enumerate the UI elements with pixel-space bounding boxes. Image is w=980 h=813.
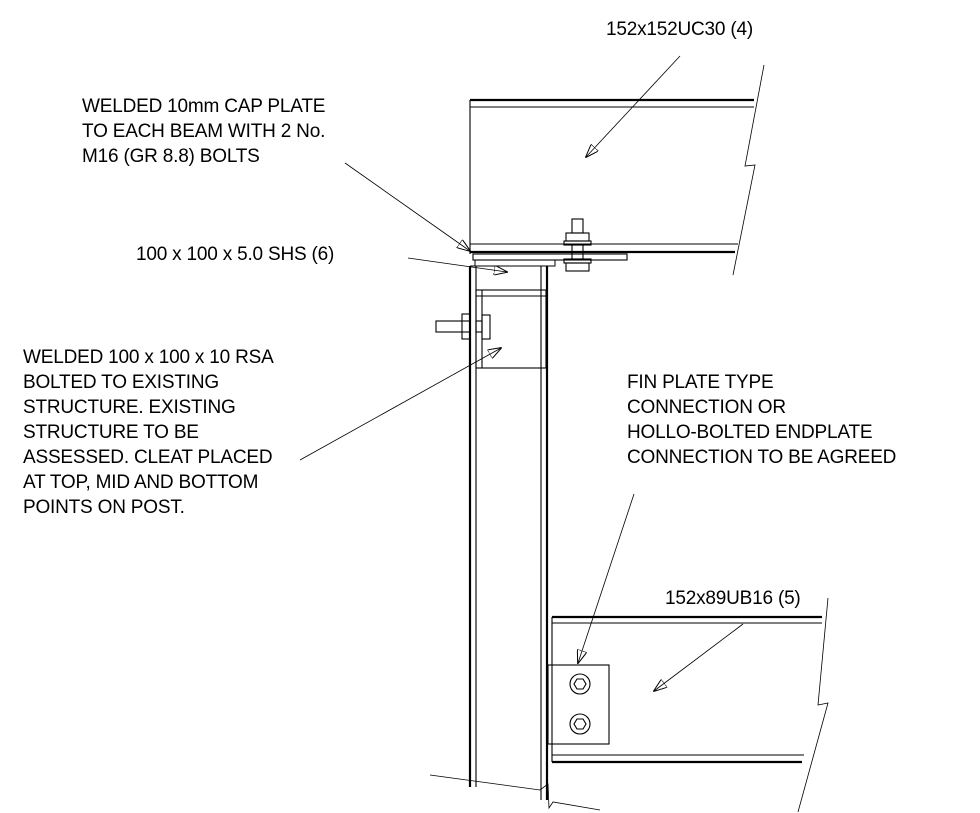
label-cap-plate: WELDED 10mm CAP PLATE TO EACH BEAM WITH …: [82, 96, 326, 167]
post-break-line: [429, 774, 601, 811]
cap-plate-weld: [474, 259, 556, 267]
label-fin-plate: FIN PLATE TYPE CONNECTION OR HOLLO-BOLTE…: [627, 372, 897, 468]
fin-plate: [547, 664, 610, 745]
uc-beam-break-line: [732, 64, 765, 276]
ub-beam-break-line: [797, 597, 829, 813]
leader-rsa-cleat: [299, 348, 501, 461]
cap-plate-bolt: [563, 218, 592, 272]
ub-beam-lower: [551, 615, 822, 764]
leader-fin-plate: [578, 493, 635, 663]
label-uc-beam: 152x152UC30 (4): [606, 19, 753, 40]
leader-uc-beam: [586, 55, 681, 157]
leader-shs-post: [407, 257, 507, 272]
label-shs-post: 100 x 100 x 5.0 SHS (6): [136, 244, 335, 265]
leader-ub-beam: [654, 623, 744, 691]
leader-cap-plate: [344, 162, 470, 251]
label-rsa-cleat: WELDED 100 x 100 x 10 RSA BOLTED TO EXIS…: [23, 347, 274, 518]
uc-beam-upper: [469, 98, 754, 254]
label-ub-beam: 152x89UB16 (5): [665, 588, 801, 609]
cleat-anchor-bolt: [435, 313, 491, 340]
cap-plate: [472, 253, 628, 261]
